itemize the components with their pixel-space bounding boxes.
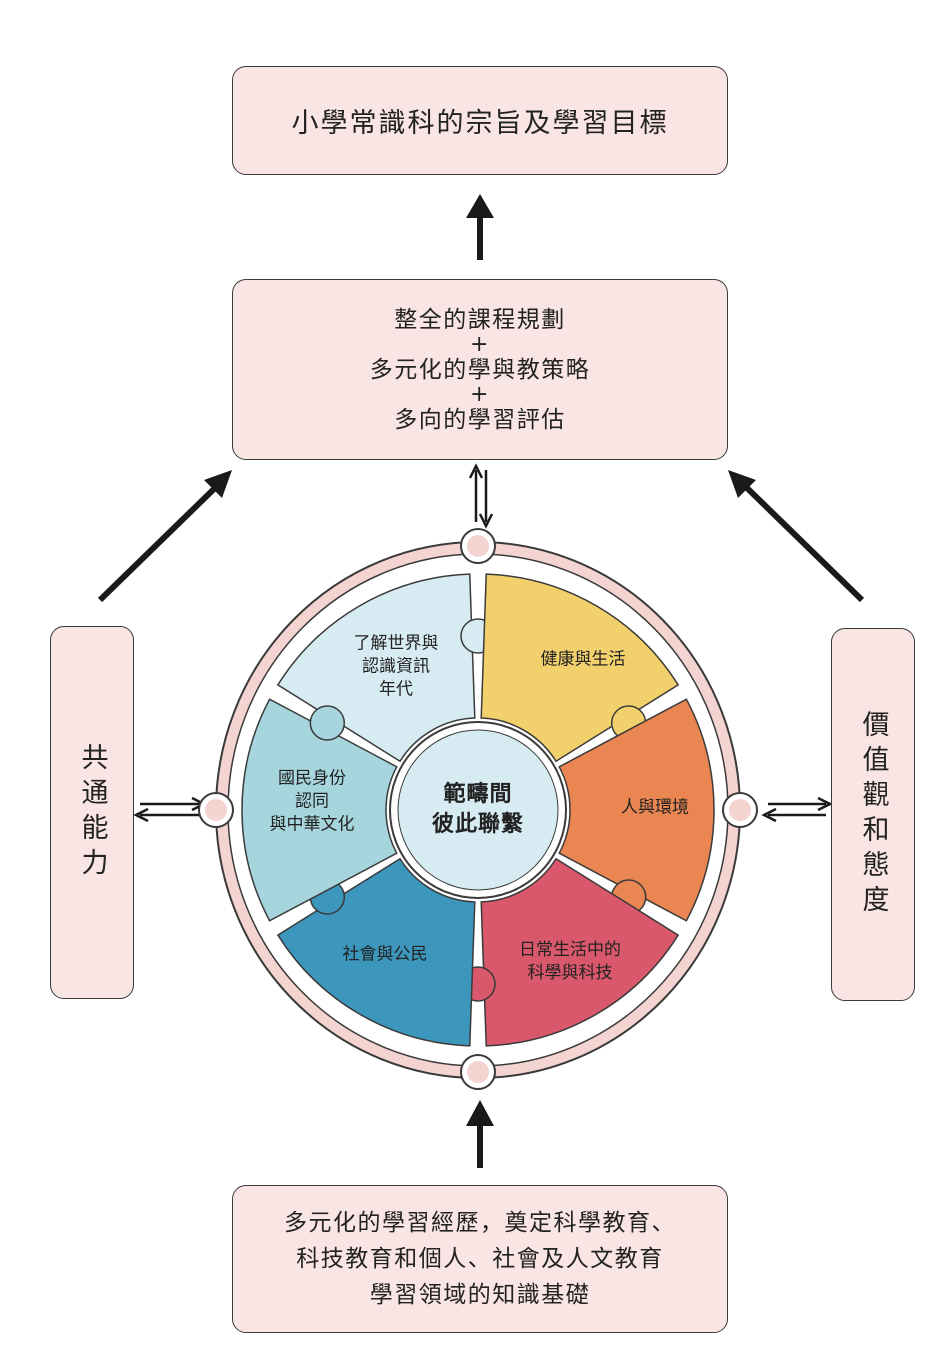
strand-identity-line-3: 與中華文化 (269, 814, 355, 835)
learning-experience-line-1: 多元化的學習經歷，奠定科學教育、 (284, 1210, 676, 1236)
generic-skills-box: 共通能力 (50, 626, 134, 999)
double-arrow-left (133, 796, 207, 823)
arrow-mid-to-top-head (466, 194, 494, 218)
puzzle-knob-health (610, 705, 647, 741)
learning-experience-line-3: 學習領域的知識基礎 (369, 1282, 591, 1308)
strand-identity-label: 國民身份 認同 與中華文化 (270, 768, 355, 837)
puzzle-knob-world (460, 618, 496, 654)
strand-society-text: 社會與公民 (342, 944, 428, 965)
values-attitudes-text: 價值觀和態度 (857, 709, 889, 920)
aims-box: 小學常識科的宗旨及學習目標 (232, 66, 728, 175)
strand-society-label: 社會與公民 (343, 944, 428, 967)
curriculum-box: 整全的課程規劃 + 多元化的學與教策略 + 多向的學習評估 (232, 279, 728, 460)
strand-science-line-2: 科學與科技 (527, 963, 613, 983)
arrow-left-diagonal-head (204, 470, 232, 498)
strand-world-label: 了解世界與 認識資訊 年代 (354, 633, 439, 702)
double-arrows (133, 463, 833, 823)
strand-world-line-1: 了解世界與 (353, 633, 439, 654)
strand-science-label: 日常生活中的 科學與科技 (519, 939, 621, 985)
double-arrow-top (468, 463, 494, 529)
strand-health-label: 健康與生活 (541, 649, 626, 672)
arrow-right-diagonal-head (728, 470, 756, 498)
center-label: 範疇間 彼此聯繫 (432, 780, 524, 840)
generic-skills-text: 共通能力 (76, 742, 108, 883)
learning-experience-box: 多元化的學習經歷，奠定科學教育、 科技教育和個人、社會及人文教育 學習領域的知識… (232, 1185, 728, 1333)
values-attitudes-box: 價值觀和態度 (831, 628, 915, 1001)
strand-environment-text: 人與環境 (621, 797, 689, 818)
strand-environment-label: 人與環境 (621, 797, 689, 820)
arrow-left-diagonal (97, 485, 218, 603)
puzzle-knob-society (309, 879, 346, 915)
strand-identity-line-2: 認同 (295, 791, 329, 812)
ring-node-top (460, 528, 496, 564)
curriculum-line-3: 多向的學習評估 (394, 406, 566, 433)
center-line-1: 範疇間 (443, 782, 513, 807)
aims-text: 小學常識科的宗旨及學習目標 (291, 108, 669, 139)
strand-world-line-3: 年代 (379, 679, 413, 700)
center-line-2: 彼此聯繫 (431, 812, 525, 837)
ring-node-left (198, 792, 234, 828)
strand-world-line-2: 認識資訊 (362, 656, 430, 677)
puzzle-knob-identity (309, 705, 346, 741)
puzzle-knob-environment (610, 879, 647, 915)
strand-science-line-1: 日常生活中的 (519, 940, 621, 960)
arrow-bottom-up-head (466, 1100, 494, 1126)
strand-health-text: 健康與生活 (540, 649, 626, 670)
curriculum-line-2: 多元化的學與教策略 (369, 356, 591, 383)
strand-identity-line-1: 國民身份 (278, 768, 346, 789)
curriculum-line-1: 整全的課程規劃 (394, 306, 566, 333)
curriculum-plus-1: + (470, 331, 490, 357)
ring-node-bottom (460, 1054, 496, 1090)
curriculum-plus-2: + (470, 381, 490, 407)
ring-node-right (722, 792, 758, 828)
double-arrow-right (761, 796, 833, 823)
puzzle-knob-science (460, 966, 496, 1002)
arrow-right-diagonal (744, 485, 865, 603)
learning-experience-line-2: 科技教育和個人、社會及人文教育 (296, 1246, 664, 1272)
